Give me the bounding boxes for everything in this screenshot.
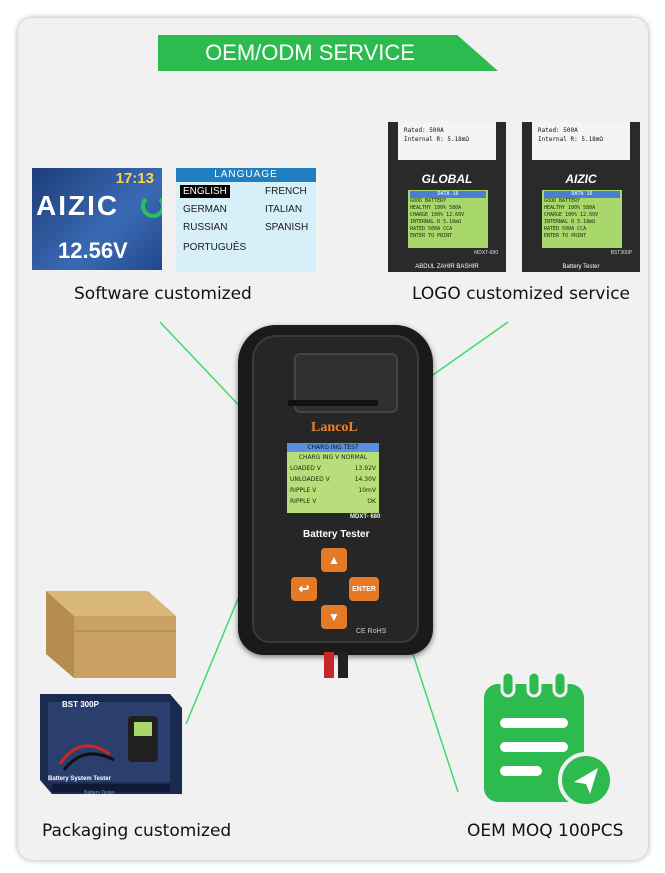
logo-footer: Battery Tester	[562, 264, 600, 270]
language-menu: LANGUAGE ENGLISH FRENCH GERMAN ITALIAN R…	[176, 168, 316, 272]
cert-marks: CE RoHS	[356, 628, 387, 635]
device-name: Battery Tester	[303, 529, 370, 540]
receipt-line: Rated: 500A	[538, 127, 578, 134]
device-brand: LancoL	[311, 420, 358, 435]
logo-sample-global: Rated: 500A Internal R: 5.18mΩ GLOBAL DA…	[388, 122, 506, 272]
lcd-label: RIPPLE V	[290, 487, 317, 494]
mini-lcd: DATA 16 GOOD BATTERY HEALTHY 100% 580A C…	[542, 190, 622, 248]
enter-button[interactable]: ENTER	[349, 577, 379, 601]
lcd-line: INTERNAL R 5.18mΩ	[410, 219, 462, 225]
device-model: MDXT- 680	[350, 514, 381, 520]
cable-clamps	[324, 652, 348, 678]
back-button[interactable]: ↩	[291, 577, 317, 601]
model-label: MDXT-680	[474, 250, 498, 256]
software-screen: 17:13 AIZIC 12.56V	[32, 168, 162, 270]
lcd-label: UNLOADED V	[290, 476, 330, 483]
logo-brand: AIZIC	[565, 172, 597, 186]
lcd-row: UNLOADED V 14.30V	[287, 474, 379, 485]
language-option[interactable]: ITALIAN	[265, 204, 303, 215]
black-cable	[338, 652, 348, 678]
lcd-line: GOOD BATTERY	[410, 198, 447, 204]
shipping-box-image	[46, 591, 176, 678]
lcd-row: RIPPLE V OK	[287, 496, 379, 507]
notepad-icon	[484, 670, 614, 808]
lcd-line: HEALTHY 100% 580A	[410, 205, 462, 211]
back-arrow-icon: ↩	[298, 581, 310, 596]
language-option[interactable]: GERMAN	[183, 204, 227, 215]
page-banner: OEM/ODM SERVICE	[158, 35, 498, 71]
mini-lcd: DATA 16 GOOD BATTERY HEALTHY 100% 580A C…	[408, 190, 488, 248]
lcd-subheader: CHARG ING V NORMAL	[287, 452, 379, 463]
receipt: Rated: 500A Internal R: 5.18mΩ	[398, 122, 496, 160]
lcd-line: ENTER TO PRINT	[410, 233, 453, 239]
device-lcd: CHARG ING TEST CHARG ING V NORMAL LOADED…	[287, 443, 379, 513]
up-button[interactable]: ▲	[321, 548, 347, 572]
receipt: Rated: 500A Internal R: 5.18mΩ	[532, 122, 630, 160]
lcd-line: INTERNAL R 5.18mΩ	[544, 219, 596, 225]
caption-moq: OEM MOQ 100PCS	[467, 821, 624, 841]
caption-software: Software customized	[74, 284, 252, 304]
lcd-header: CHARG ING TEST	[287, 443, 379, 452]
language-option[interactable]: RUSSIAN	[183, 222, 228, 233]
screen-brand: AIZIC	[36, 190, 120, 221]
lcd-label: RIPPLE V	[290, 498, 317, 505]
receipt-line: Internal R: 5.18mΩ	[538, 136, 604, 143]
chevron-up-icon: ▲	[328, 553, 340, 567]
retail-box-image	[40, 694, 182, 794]
lcd-value: 10mV	[358, 487, 376, 494]
logo-sample-aizic: Rated: 500A Internal R: 5.18mΩ AIZIC DAT…	[522, 122, 640, 272]
lcd-line: GOOD BATTERY	[544, 198, 581, 204]
retail-name: Battery System Tester	[48, 776, 111, 782]
language-title: LANGUAGE	[176, 168, 316, 182]
retail-model: BST 300P	[62, 700, 99, 709]
receipt-line: Internal R: 5.18mΩ	[404, 136, 470, 143]
lcd-line: ENTER TO PRINT	[544, 233, 587, 239]
language-option[interactable]: PORTUGUÊS	[183, 242, 247, 253]
lcd-value: OK	[367, 498, 376, 505]
logo-brand: GLOBAL	[421, 172, 473, 186]
lcd-line: RATED 500A CCA	[544, 226, 587, 232]
logo-footer: ABDUL ZAHIR BASHIR	[415, 264, 479, 270]
lcd-line: RATED 500A CCA	[410, 226, 453, 232]
lcd-line: CHARGE 100% 12.60V	[544, 212, 599, 218]
lcd-row: LOADED V 13.92V	[287, 463, 379, 474]
lcd-value: 13.92V	[354, 465, 376, 472]
lcd-row: RIPPLE V 10mV	[287, 485, 379, 496]
caption-packaging: Packaging customized	[42, 821, 232, 841]
caption-logo: LOGO customized service	[412, 284, 631, 304]
language-option[interactable]: ENGLISH	[180, 185, 230, 198]
down-button[interactable]: ▼	[321, 605, 347, 629]
lcd-label: LOADED V	[290, 465, 321, 472]
lcd-line: HEALTHY 100% 580A	[544, 205, 596, 211]
lcd-value: 14.30V	[354, 476, 376, 483]
lcd-line: DATA 16	[410, 191, 486, 198]
lcd-line: DATA 16	[544, 191, 620, 198]
receipt-line: Rated: 500A	[404, 127, 444, 134]
lcd-line: CHARGE 100% 12.60V	[410, 212, 465, 218]
retail-side: Battery Tester	[84, 790, 115, 796]
model-label: BST300P	[610, 250, 632, 256]
language-option[interactable]: SPANISH	[265, 222, 309, 233]
language-option[interactable]: FRENCH	[265, 186, 307, 197]
banner-title: OEM/ODM SERVICE	[205, 40, 415, 65]
screen-voltage: 12.56V	[58, 238, 128, 263]
red-cable	[324, 652, 334, 678]
printer-slot	[288, 400, 378, 406]
chevron-down-icon: ▼	[328, 610, 340, 624]
lcd-subheader-text: CHARG ING V NORMAL	[298, 454, 368, 461]
screen-time: 17:13	[115, 170, 154, 187]
power-icon	[141, 194, 162, 218]
